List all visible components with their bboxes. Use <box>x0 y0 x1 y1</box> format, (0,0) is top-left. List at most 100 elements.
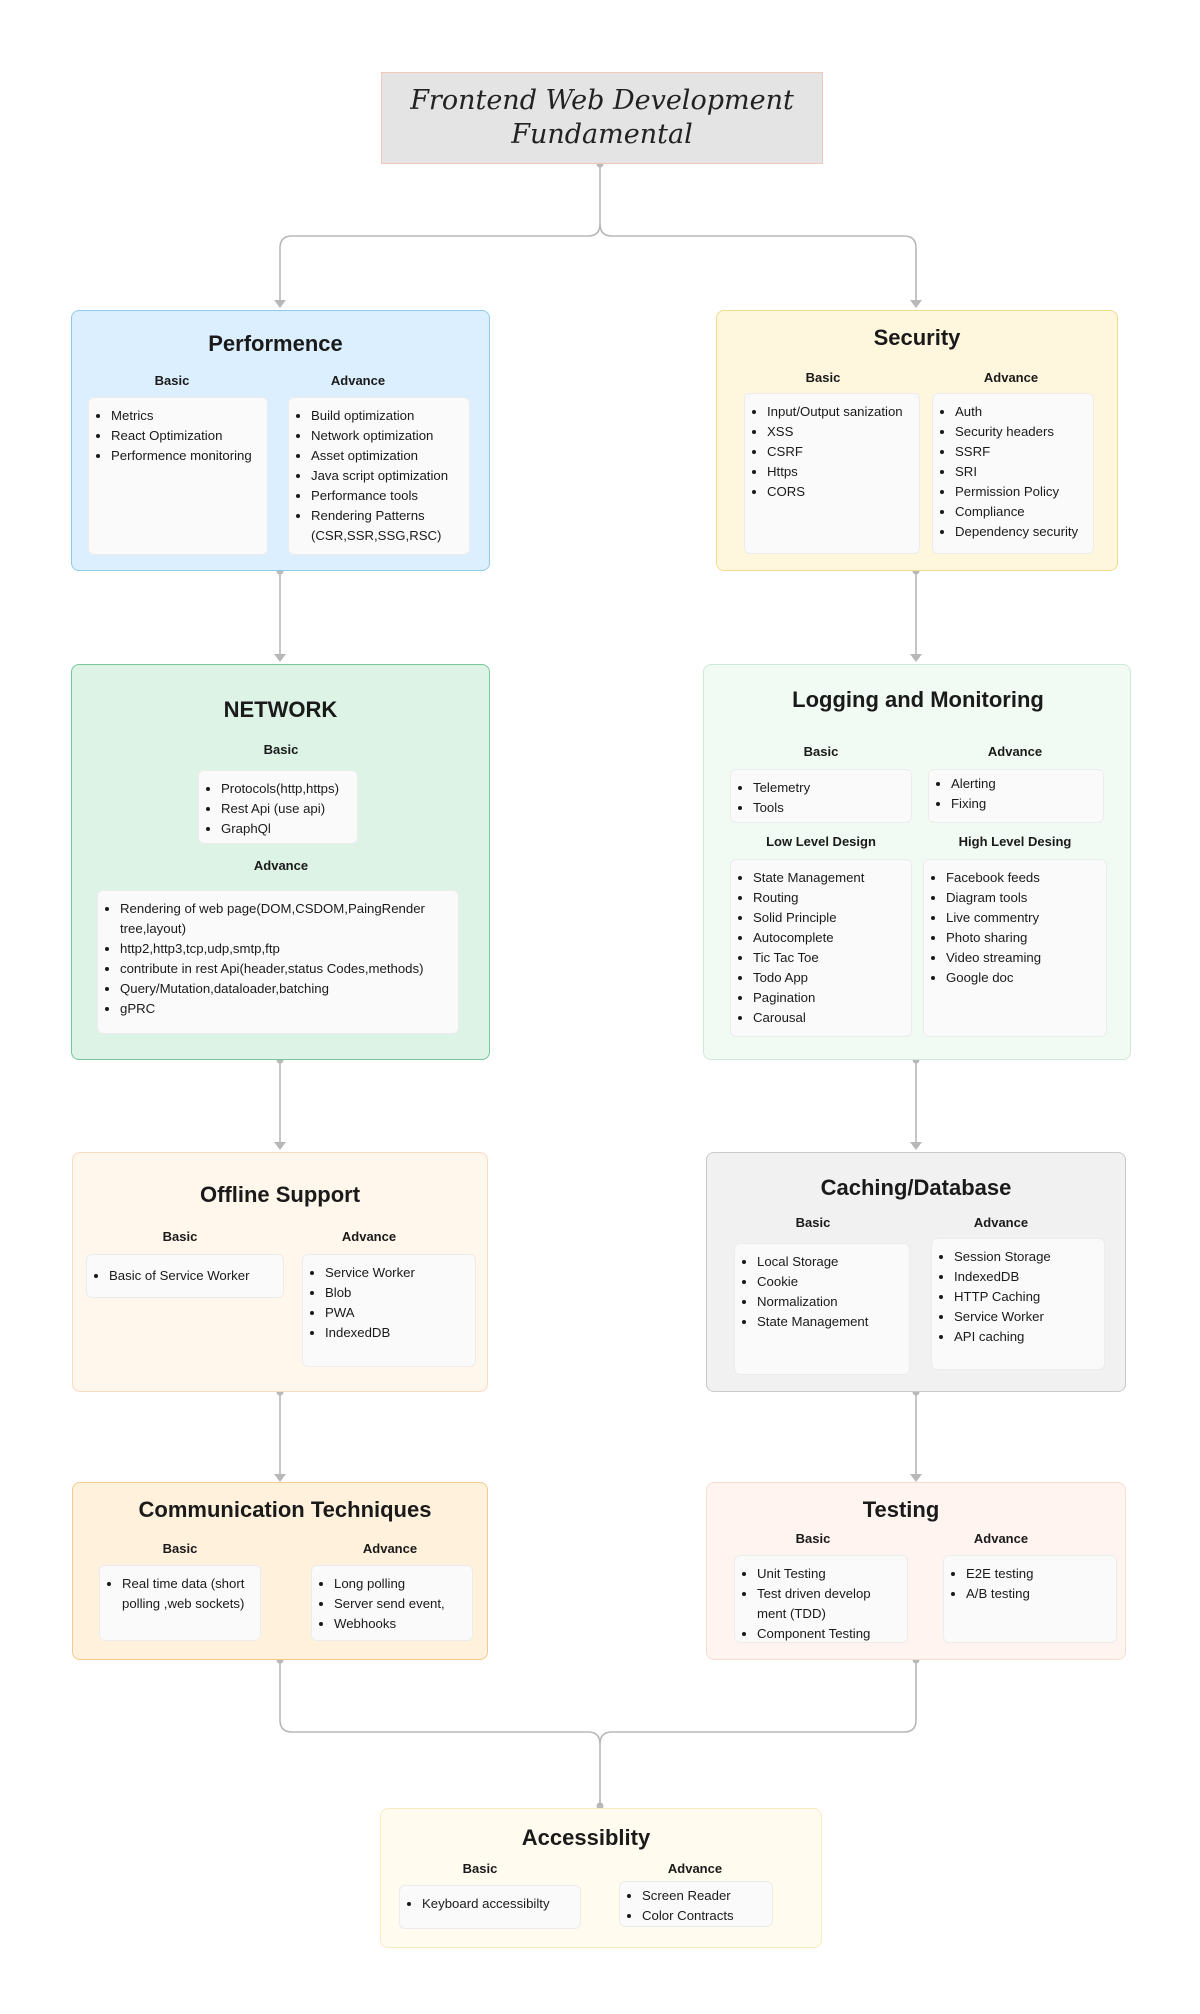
logging-hld-card: Facebook feedsDiagram toolsLive commentr… <box>923 859 1107 1037</box>
offline-box: Offline Support Basic Advance Basic of S… <box>72 1152 488 1392</box>
list-item: SSRF <box>955 442 1087 462</box>
offline-advance-card: Service WorkerBlobPWAIndexedDB <box>302 1254 476 1367</box>
list-item: Component Testing <box>757 1624 901 1644</box>
list-item: State Management <box>753 868 905 888</box>
communication-advance-card: Long pollingServer send event,Webhooks <box>311 1565 473 1641</box>
list-item: SRI <box>955 462 1087 482</box>
network-title: NETWORK <box>223 697 338 722</box>
offline-advance-list: Service WorkerBlobPWAIndexedDB <box>307 1263 469 1343</box>
list-item: CSRF <box>767 442 913 462</box>
list-item: Photo sharing <box>946 928 1100 948</box>
performance-box: Performence Basic Advance MetricsReact O… <box>71 310 490 571</box>
network-basic-label: Basic <box>263 742 299 757</box>
accessibility-basic-label: Basic <box>462 1861 498 1876</box>
list-item: PWA <box>325 1303 469 1323</box>
offline-title: Offline Support <box>199 1182 361 1207</box>
accessibility-advance-label: Advance <box>667 1861 723 1876</box>
network-advance-list: Rendering of web page(DOM,CSDOM,PaingRen… <box>102 899 452 1019</box>
security-basic-list: Input/Output sanizationXSSCSRFHttpsCORS <box>749 402 913 502</box>
list-item: IndexedDB <box>325 1323 469 1343</box>
list-item: Performance tools <box>311 486 463 506</box>
communication-basic-label: Basic <box>162 1541 198 1556</box>
list-item: Network optimization <box>311 426 463 446</box>
network-advance-card: Rendering of web page(DOM,CSDOM,PaingRen… <box>97 890 459 1034</box>
logging-lld-list: State ManagementRoutingSolid PrincipleAu… <box>735 868 905 1028</box>
list-item: Keyboard accessibilty <box>422 1894 574 1914</box>
list-item: Query/Mutation,dataloader,batching <box>120 979 452 999</box>
logging-lld-card: State ManagementRoutingSolid PrincipleAu… <box>730 859 912 1037</box>
caching-basic-list: Local StorageCookieNormalizationState Ma… <box>739 1252 903 1332</box>
list-item: Build optimization <box>311 406 463 426</box>
list-item: Auth <box>955 402 1087 422</box>
list-item: gPRC <box>120 999 452 1019</box>
list-item: Metrics <box>111 406 261 426</box>
network-box: NETWORK Basic Protocols(http,https)Rest … <box>71 664 490 1060</box>
list-item: Asset optimization <box>311 446 463 466</box>
list-item: Real time data (short polling ,web socke… <box>122 1574 254 1614</box>
security-box: Security Basic Advance Input/Output sani… <box>716 310 1118 571</box>
accessibility-advance-card: Screen ReaderColor Contracts <box>619 1881 773 1927</box>
security-advance-label: Advance <box>983 370 1039 385</box>
list-item: Facebook feeds <box>946 868 1100 888</box>
list-item: Protocols(http,https) <box>221 779 351 799</box>
communication-basic-card: Real time data (short polling ,web socke… <box>99 1565 261 1641</box>
list-item: Rendering of web page(DOM,CSDOM,PaingRen… <box>120 899 452 939</box>
list-item: Tic Tac Toe <box>753 948 905 968</box>
performance-basic-list: MetricsReact OptimizationPerformence mon… <box>93 406 261 466</box>
communication-title: Communication Techniques <box>138 1497 432 1522</box>
security-title: Security <box>873 325 961 350</box>
list-item: Routing <box>753 888 905 908</box>
caching-title: Caching/Database <box>820 1175 1012 1200</box>
network-advance-label: Advance <box>253 858 309 873</box>
testing-box: Testing Basic Advance Unit TestingTest d… <box>706 1482 1126 1660</box>
list-item: contribute in rest Api(header,status Cod… <box>120 959 452 979</box>
performance-advance-label: Advance <box>330 373 386 388</box>
list-item: Security headers <box>955 422 1087 442</box>
performance-advance-card: Build optimizationNetwork optimizationAs… <box>288 397 470 555</box>
testing-basic-card: Unit TestingTest driven develop ment (TD… <box>734 1555 908 1643</box>
logging-basic-label: Basic <box>803 744 839 759</box>
testing-basic-label: Basic <box>795 1531 831 1546</box>
security-advance-card: AuthSecurity headersSSRFSRIPermission Po… <box>932 393 1094 554</box>
list-item: Https <box>767 462 913 482</box>
network-basic-list: Protocols(http,https)Rest Api (use api)G… <box>203 779 351 839</box>
list-item: XSS <box>767 422 913 442</box>
caching-basic-card: Local StorageCookieNormalizationState Ma… <box>734 1243 910 1375</box>
communication-advance-list: Long pollingServer send event,Webhooks <box>316 1574 466 1634</box>
list-item: Autocomplete <box>753 928 905 948</box>
list-item: Carousal <box>753 1008 905 1028</box>
caching-advance-card: Session StorageIndexedDBHTTP CachingServ… <box>931 1238 1105 1370</box>
logging-advance-card: AlertingFixing <box>928 769 1104 823</box>
accessibility-box: Accessiblity Basic Advance Keyboard acce… <box>380 1808 822 1948</box>
caching-advance-label: Advance <box>973 1215 1029 1230</box>
list-item: Service Worker <box>325 1263 469 1283</box>
performance-basic-card: MetricsReact OptimizationPerformence mon… <box>88 397 268 555</box>
performance-basic-label: Basic <box>154 373 190 388</box>
logging-title: Logging and Monitoring <box>792 687 1044 712</box>
accessibility-advance-list: Screen ReaderColor Contracts <box>624 1886 766 1926</box>
communication-advance-label: Advance <box>362 1541 418 1556</box>
logging-advance-list: AlertingFixing <box>933 774 1097 814</box>
list-item: GraphQl <box>221 819 351 839</box>
logging-lld-label: Low Level Design <box>766 834 876 849</box>
offline-advance-label: Advance <box>341 1229 397 1244</box>
offline-basic-card: Basic of Service Worker <box>86 1254 284 1298</box>
list-item: Tools <box>753 798 905 818</box>
list-item: Pagination <box>753 988 905 1008</box>
list-item: Alerting <box>951 774 1097 794</box>
accessibility-title: Accessiblity <box>521 1825 651 1850</box>
performance-advance-list: Build optimizationNetwork optimizationAs… <box>293 406 463 546</box>
accessibility-basic-card: Keyboard accessibilty <box>399 1885 581 1929</box>
list-item: Unit Testing <box>757 1564 901 1584</box>
list-item: HTTP Caching <box>954 1287 1098 1307</box>
list-item: Service Worker <box>954 1307 1098 1327</box>
list-item: Compliance <box>955 502 1087 522</box>
logging-advance-label: Advance <box>987 744 1043 759</box>
list-item: CORS <box>767 482 913 502</box>
offline-basic-label: Basic <box>162 1229 198 1244</box>
list-item: API caching <box>954 1327 1098 1347</box>
list-item: Normalization <box>757 1292 903 1312</box>
security-basic-label: Basic <box>805 370 841 385</box>
communication-basic-list: Real time data (short polling ,web socke… <box>104 1574 254 1614</box>
